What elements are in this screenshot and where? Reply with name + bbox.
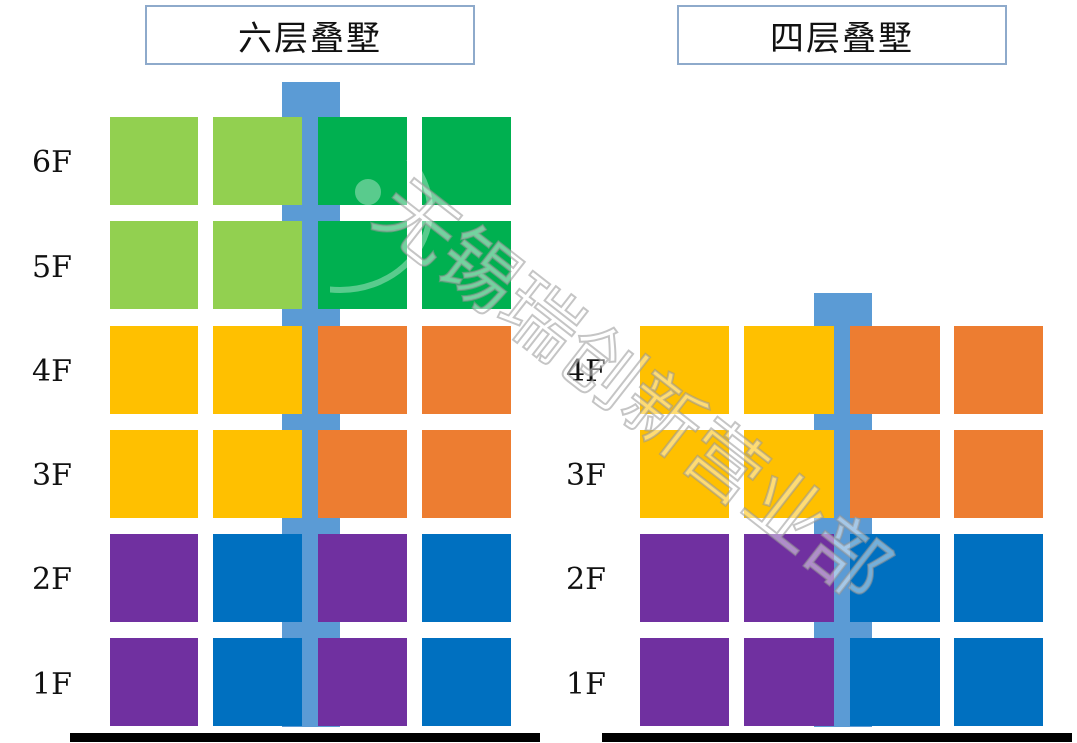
right-building-unit — [850, 638, 940, 726]
right-building-title: 四层叠墅 — [677, 5, 1007, 65]
right-building-unit — [954, 326, 1043, 414]
left-building-unit — [422, 638, 511, 726]
left-building-unit — [110, 326, 198, 414]
right-building-unit — [640, 430, 729, 518]
left-building-unit — [318, 430, 407, 518]
left-floor-label-5f: 5F — [32, 250, 72, 285]
left-building-unit — [213, 326, 302, 414]
left-building-title: 六层叠墅 — [145, 5, 475, 65]
right-building-unit — [744, 326, 834, 414]
left-building-unit — [213, 117, 302, 205]
right-floor-label-2f: 2F — [566, 562, 606, 597]
right-floor-label-1f: 1F — [566, 667, 606, 702]
left-building-unit — [318, 638, 407, 726]
right-building-unit — [744, 638, 834, 726]
right-building-unit — [850, 534, 940, 622]
right-building-unit — [954, 638, 1043, 726]
left-building-unit — [213, 430, 302, 518]
right-floor-label-4f: 4F — [566, 354, 606, 389]
right-building-unit — [954, 534, 1043, 622]
right-building-unit — [640, 326, 729, 414]
left-floor-label-6f: 6F — [32, 145, 72, 180]
left-building-unit — [318, 534, 407, 622]
right-building-unit — [744, 534, 834, 622]
right-building-unit — [640, 534, 729, 622]
left-building-unit — [422, 326, 511, 414]
left-building-unit — [110, 221, 198, 309]
left-building-unit — [110, 430, 198, 518]
right-ground-line — [602, 733, 1072, 742]
left-floor-label-1f: 1F — [32, 667, 72, 702]
left-building-unit — [422, 117, 511, 205]
left-building-unit — [422, 534, 511, 622]
left-building-unit — [422, 430, 511, 518]
left-building-unit — [318, 117, 407, 205]
right-building-unit — [850, 326, 940, 414]
left-building-unit — [422, 221, 511, 309]
left-building-unit — [213, 534, 302, 622]
left-floor-label-3f: 3F — [32, 458, 72, 493]
left-floor-label-4f: 4F — [32, 354, 72, 389]
left-building-unit — [318, 326, 407, 414]
left-building-unit — [110, 117, 198, 205]
left-building-unit — [110, 638, 198, 726]
left-ground-line — [70, 733, 540, 742]
left-building-unit — [110, 534, 198, 622]
right-building-unit — [744, 430, 834, 518]
left-building-unit — [318, 221, 407, 309]
left-floor-label-2f: 2F — [32, 562, 72, 597]
right-building-unit — [850, 430, 940, 518]
left-building-unit — [213, 638, 302, 726]
right-building-unit — [954, 430, 1043, 518]
right-floor-label-3f: 3F — [566, 458, 606, 493]
left-building-unit — [213, 221, 302, 309]
right-building-unit — [640, 638, 729, 726]
